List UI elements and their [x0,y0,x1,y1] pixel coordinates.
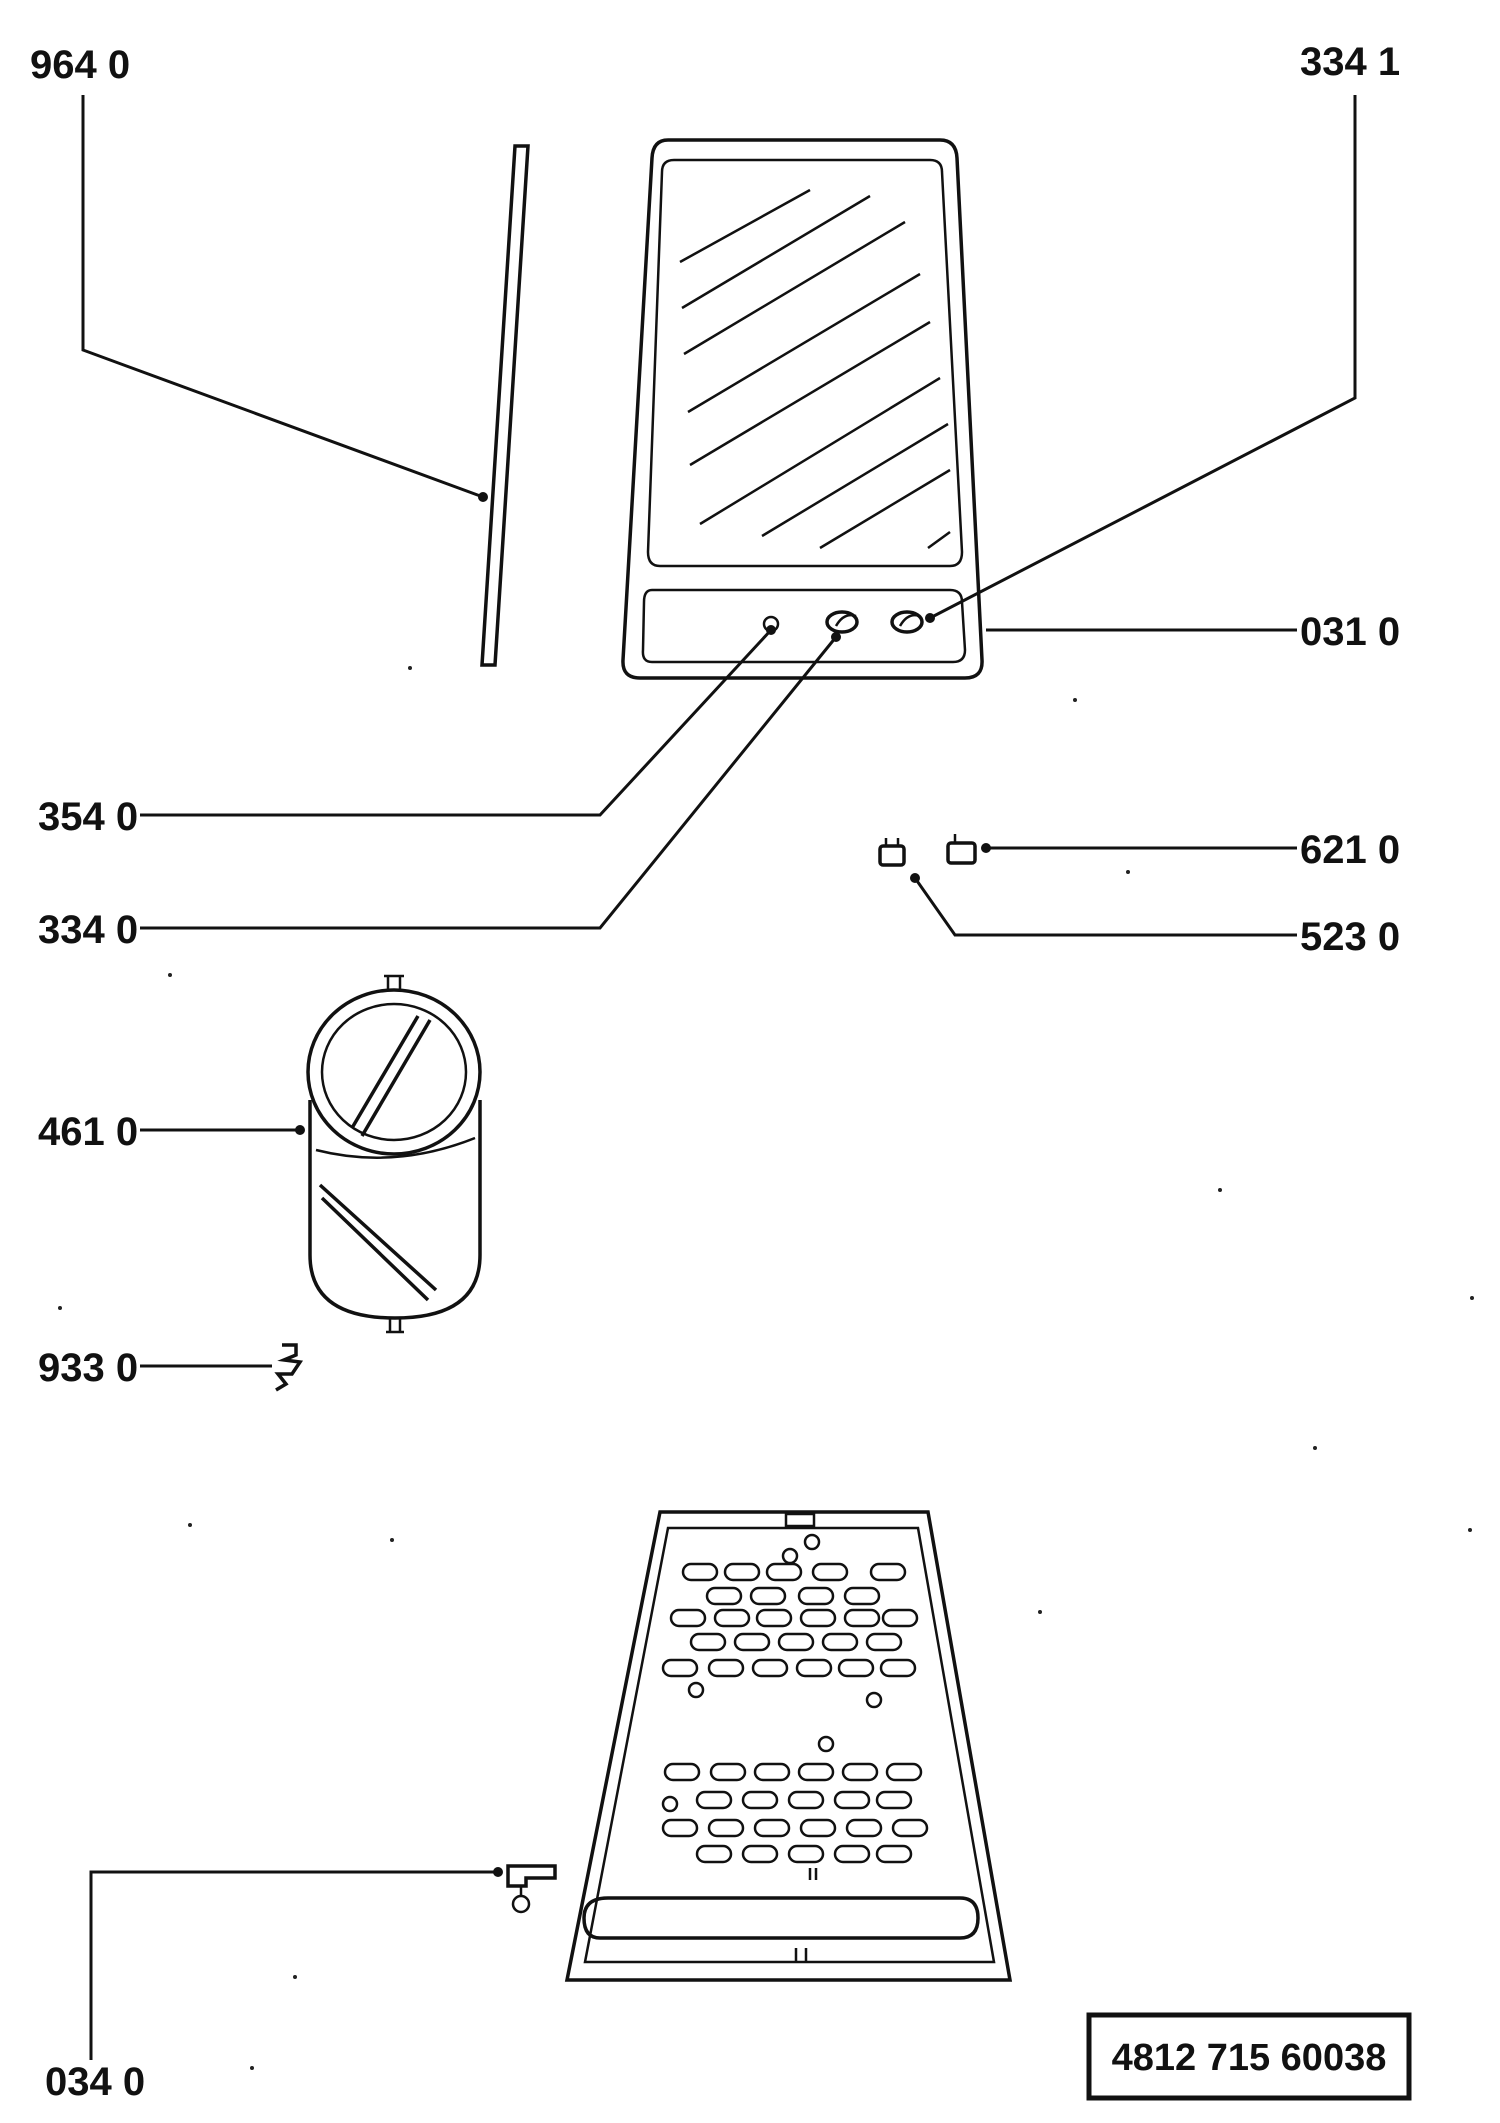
vent-slot [777,1632,815,1652]
vent-slot [723,1562,761,1582]
vent-slot [885,1762,923,1782]
label-334-1: 334 1 [1300,40,1400,84]
vent-slot [797,1586,835,1606]
vent-slot [865,1632,903,1652]
vent-slot [837,1658,875,1678]
label-334-0: 334 0 [38,908,138,952]
tray-hole [865,1691,883,1709]
glass-hatching [679,188,951,550]
glass-lid-panel [621,138,984,680]
vent-slot [749,1586,787,1606]
label-933: 933 0 [38,1346,138,1390]
label-621: 621 0 [1300,828,1400,872]
vent-slot [661,1818,699,1838]
vent-slot [733,1632,771,1652]
vent-slot [753,1818,791,1838]
vent-slot [787,1790,825,1810]
vent-slot [663,1762,701,1782]
vent-slot [755,1608,793,1628]
hinge-part [506,1864,557,1914]
vent-slot [891,1818,929,1838]
gasket-strip [480,144,530,667]
vent-slot [661,1658,699,1678]
clip-part-right [946,834,977,865]
vent-slot [753,1762,791,1782]
tray-hole [781,1547,799,1565]
vent-slot [799,1818,837,1838]
vent-slot [695,1844,733,1864]
vent-slot [811,1562,849,1582]
vent-slot [787,1844,825,1864]
switch-knob-left [825,610,859,634]
vent-slot [843,1608,881,1628]
vent-slot [881,1608,919,1628]
tray-hole [803,1533,821,1551]
vent-slot [765,1562,803,1582]
cylinder-lamp [306,974,482,1334]
tray-hole [687,1681,705,1699]
vent-slot [845,1818,883,1838]
vent-slot [705,1586,743,1606]
vent-slot [741,1844,779,1864]
label-031: 031 0 [1300,610,1400,654]
vent-slot [707,1818,745,1838]
tray-vent-slots [661,1533,929,1864]
vent-slot [869,1562,907,1582]
vent-slot [843,1586,881,1606]
bracket-part [274,1343,304,1392]
vent-slot [707,1658,745,1678]
vent-slot [833,1790,871,1810]
label-354: 354 0 [38,795,138,839]
tray-hole [661,1795,679,1813]
vent-slot [875,1790,913,1810]
label-034: 034 0 [45,2060,145,2104]
vent-slot [841,1762,879,1782]
reference-number-box: 4812 715 60038 [1086,2012,1412,2101]
switch-knob-right [890,610,924,634]
vent-slot [799,1608,837,1628]
vent-slot [795,1658,833,1678]
vent-slot [713,1608,751,1628]
vent-slot [709,1762,747,1782]
vent-slot [669,1608,707,1628]
vent-slot [751,1658,789,1678]
vent-slot [681,1562,719,1582]
vent-slot [833,1844,871,1864]
scan-specks [58,666,1474,2070]
label-964: 964 0 [30,43,130,87]
vent-slot [875,1844,913,1864]
reference-number: 4812 715 60038 [1112,2037,1387,2079]
vent-slot [695,1790,733,1810]
vent-slot [879,1658,917,1678]
vent-slot [689,1632,727,1652]
label-461: 461 0 [38,1110,138,1154]
perforated-tray [564,1510,1013,1982]
vent-slot [797,1762,835,1782]
vent-slot [741,1790,779,1810]
leader-lines [81,95,1357,2060]
tray-hole [817,1735,835,1753]
label-523: 523 0 [1300,915,1400,959]
clip-part-left [878,838,906,867]
vent-slot [821,1632,859,1652]
